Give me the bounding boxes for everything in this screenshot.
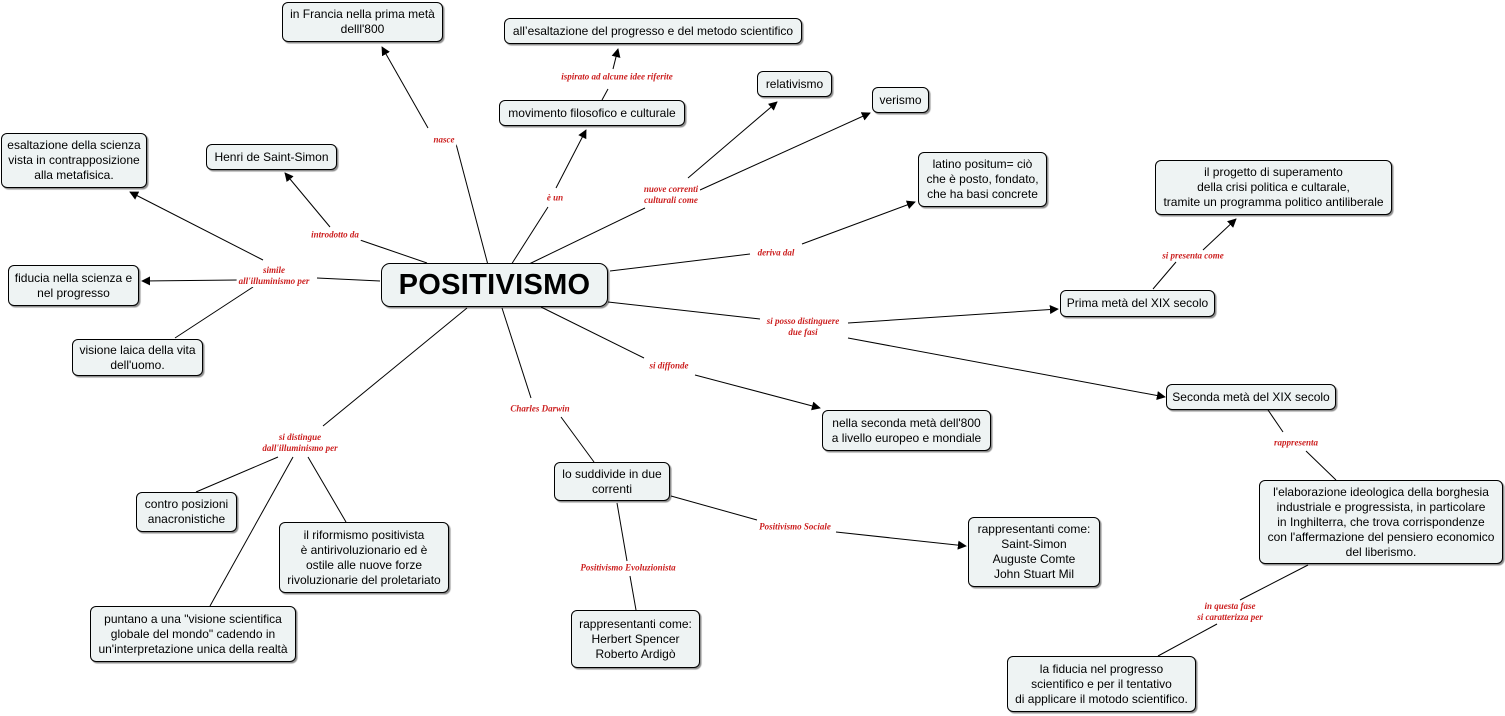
connector-line xyxy=(670,495,758,521)
connector-line xyxy=(609,253,751,272)
link-label-si-posso: si posso distinguere due fasi xyxy=(764,316,842,338)
connector-line xyxy=(1267,409,1284,433)
node-progetto-superamento[interactable]: il progetto di superamento della crisi p… xyxy=(1155,160,1392,215)
node-verismo[interactable]: verismo xyxy=(872,87,929,113)
connector-arrow xyxy=(847,305,1059,324)
connector-line xyxy=(601,88,609,101)
node-suddivide-correnti[interactable]: lo suddivide in due correnti xyxy=(554,462,670,501)
connector-line xyxy=(629,575,637,611)
node-seconda-meta-xix[interactable]: Seconda metà del XIX secolo xyxy=(1166,384,1336,410)
link-label-simile: simile all'illuminismo per xyxy=(236,265,312,287)
connector-line xyxy=(322,307,468,427)
connector-line xyxy=(1152,261,1177,290)
node-relativismo[interactable]: relativismo xyxy=(757,71,832,97)
node-visione-laica[interactable]: visione laica della vita dell'uomo. xyxy=(72,339,203,376)
link-label-introdotto: introdotto da xyxy=(309,229,361,241)
connector-line xyxy=(607,301,761,320)
node-saint-simon[interactable]: Henri de Saint-Simon xyxy=(206,144,337,170)
connector-arrow xyxy=(141,276,239,286)
node-fiducia-scienza[interactable]: fiducia nella scienza e nel progresso xyxy=(8,265,139,306)
node-visione-scientifica[interactable]: puntano a una "visione scientifica globa… xyxy=(90,606,296,662)
link-label-si-diffonde: si diffonde xyxy=(647,360,691,372)
link-label-deriva: deriva dal xyxy=(755,247,797,259)
connector-line xyxy=(307,456,347,523)
node-rappresentanti-sociale[interactable]: rappresentanti come: Saint-Simon Auguste… xyxy=(968,517,1100,587)
link-label-positivismo-evoluzionista: Positivismo Evoluzionista xyxy=(578,562,678,574)
connector-line xyxy=(359,239,428,264)
connector-line xyxy=(316,277,381,282)
link-label-si-distingue: si distingue dall'illuminismo per xyxy=(260,432,340,454)
connector-arrow xyxy=(129,191,264,261)
connector-arrow xyxy=(555,129,587,189)
connector-line xyxy=(209,456,294,607)
link-label-ispirato: ispirato ad alcune idee riferite xyxy=(559,71,675,83)
link-label-nuove-correnti: nuove correnti culturali come xyxy=(641,184,701,206)
connector-line xyxy=(510,206,549,266)
node-seconda-meta-800[interactable]: nella seconda metà dell'800 a livello eu… xyxy=(822,410,991,451)
central-concept-positivismo[interactable]: POSITIVISMO xyxy=(381,263,608,307)
node-fiducia-progresso[interactable]: la fiducia nel progresso scientifico e p… xyxy=(1007,656,1196,712)
connector-line xyxy=(560,416,595,463)
link-label-positivismo-sociale: Positivismo Sociale xyxy=(757,521,833,533)
link-label-nasce: nasce xyxy=(431,134,457,146)
connector-line xyxy=(526,207,646,266)
link-label-charles-darwin: Charles Darwin xyxy=(508,403,572,415)
connector-line xyxy=(1305,450,1337,481)
connector-line xyxy=(174,286,254,339)
node-elaborazione-ideologica[interactable]: l'elaborazione ideologica della borghesi… xyxy=(1259,480,1503,564)
node-movimento-filosofico[interactable]: movimento filosofico e culturale xyxy=(499,100,685,126)
connector-line xyxy=(540,306,645,359)
connector-line xyxy=(454,139,489,266)
node-francia-prima-meta[interactable]: in Francia nella prima metà delll'800 xyxy=(282,2,443,42)
connector-line xyxy=(1157,623,1218,657)
connector-line xyxy=(1239,564,1309,601)
link-label-in-questa-fase: in questa fase si caratterizza per xyxy=(1195,601,1265,623)
node-rappresentanti-evoluzionista[interactable]: rappresentanti come: Herbert Spencer Rob… xyxy=(571,610,700,668)
connector-arrow xyxy=(694,374,821,411)
node-contro-posizioni[interactable]: contro posizioni anacronistiche xyxy=(136,492,237,532)
connector-line xyxy=(501,307,532,399)
connector-arrow xyxy=(284,172,331,228)
connector-arrow xyxy=(835,531,967,550)
node-prima-meta-xix[interactable]: Prima metà del XIX secolo xyxy=(1060,290,1215,317)
connector-arrow xyxy=(699,112,871,191)
link-label-rappresenta: rappresenta xyxy=(1271,437,1321,449)
node-latino-positum[interactable]: latino positum= ciò che è posto, fondato… xyxy=(918,152,1047,207)
connector-arrow xyxy=(801,200,916,245)
connector-line xyxy=(195,456,279,493)
connector-arrow xyxy=(611,48,621,70)
node-esaltazione-progresso[interactable]: all’esaltazione del progresso e del meto… xyxy=(504,18,802,44)
connector-arrow xyxy=(1202,218,1237,251)
link-label-si-presenta: si presenta come xyxy=(1160,250,1226,262)
node-riformismo-positivista[interactable]: il riformismo positivista è antirivoluzi… xyxy=(279,522,449,593)
connector-arrow xyxy=(687,101,778,179)
node-esaltazione-scienza[interactable]: esaltazione della scienza vista in contr… xyxy=(1,133,147,188)
connector-arrow xyxy=(381,46,429,129)
link-label-e-un: è un xyxy=(544,192,566,204)
connector-arrow xyxy=(847,337,1166,400)
connector-line xyxy=(616,502,628,562)
